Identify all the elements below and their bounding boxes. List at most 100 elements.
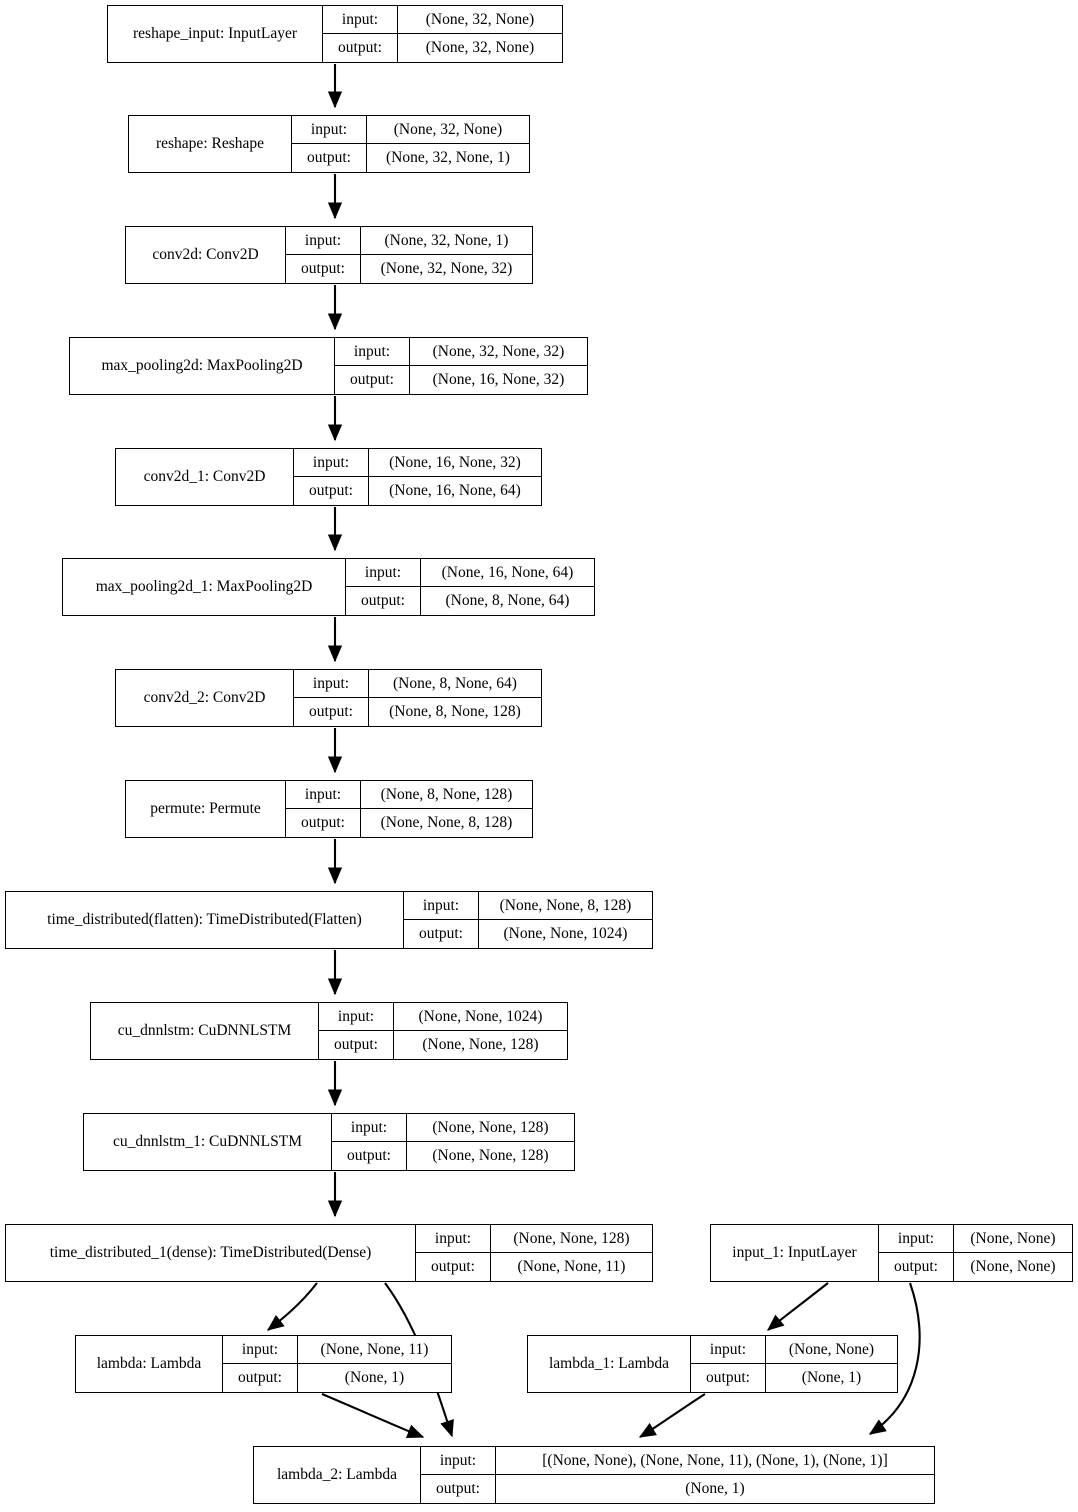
input-shape-value: (None, None, 8, 128)	[499, 896, 632, 914]
node-output-row: output: (None, 8, None, 64)	[346, 587, 594, 615]
node-io-table: input:(None, None, 11)output: (None, 1)	[223, 1336, 451, 1392]
node-output-row: output:(None, 1)	[421, 1475, 934, 1503]
node-label: lambda_2: Lambda	[254, 1447, 421, 1503]
input-label: input:	[286, 227, 361, 254]
node-io-table: input:(None, None, 128)output:(None, Non…	[416, 1225, 652, 1281]
node-input-row: input:(None, None)	[879, 1225, 1072, 1253]
input-shape-value: (None, 16, None, 64)	[441, 563, 574, 581]
node-output-row: output:(None, 8, None, 128)	[294, 698, 541, 726]
input-shape-value: (None, None, 1024)	[418, 1007, 543, 1025]
edge-lambda_1-to-lambda_2	[638, 1393, 706, 1438]
node-output-row: output:(None, None, 11)	[416, 1253, 652, 1281]
node-label: reshape: Reshape	[129, 116, 292, 172]
node-io-table: input: (None, None, 1024) output: (None, No…	[319, 1003, 567, 1059]
output-shape-value: (None, 32, None)	[425, 39, 535, 57]
output-label: output:	[404, 920, 479, 948]
output-shape-value: (None, 32, None, 1)	[386, 149, 510, 167]
output-label: output:	[286, 255, 361, 283]
output-label: output:	[691, 1364, 766, 1392]
node-label: input_1: InputLayer	[711, 1225, 879, 1281]
output-shape-value: (None, None, 128)	[422, 1036, 539, 1054]
node-label: cu_dnnlstm: CuDNNLSTM	[91, 1003, 319, 1059]
input-label: input:	[286, 781, 361, 808]
output-shape-value: (None, None)	[970, 1258, 1056, 1276]
output-label: output:	[319, 1031, 394, 1059]
output-shape-value: (None, None, 128)	[432, 1147, 549, 1165]
node-label: permute: Permute	[126, 781, 286, 837]
node-output-row: output: (None, 1)	[223, 1364, 451, 1392]
node-input-row: input: (None, 16, None, 64)	[346, 559, 594, 587]
node-input-row: input:(None, None, 8, 128)	[404, 892, 652, 920]
node-output-row: output:(None, None, 8, 128)	[286, 809, 532, 837]
node-input-row: input: (None, 16, None, 32)	[294, 449, 541, 477]
input-shape-value: (None, 16, None, 32)	[389, 453, 521, 471]
node-io-table: input:[(None, None), (None, None, 11), (…	[421, 1447, 934, 1503]
node-io-table: input:(None, 32, None, 32)output:(None, …	[335, 338, 587, 394]
input-shape-value: [(None, None), (None, None, 11), (None, …	[542, 1451, 888, 1469]
input-shape-value: (None, 32, None, 1)	[384, 231, 509, 249]
node-input-row: input:(None, None)	[691, 1336, 897, 1364]
input-label: input:	[879, 1225, 954, 1252]
node-io-table: input: (None, 32, None) output:(None, 32, …	[292, 116, 529, 172]
input-shape-value: (None, None, 128)	[432, 1118, 549, 1136]
input-label: input:	[223, 1336, 298, 1363]
output-label: output:	[294, 698, 369, 726]
input-label: input:	[416, 1225, 491, 1252]
input-label: input:	[319, 1003, 394, 1030]
node-input-row: input:[(None, None), (None, None, 11), (…	[421, 1447, 934, 1475]
output-shape-value: (None, None, 1024)	[503, 925, 628, 943]
node-label: lambda: Lambda	[76, 1336, 223, 1392]
edge-lambda-to-lambda_2	[321, 1393, 425, 1438]
output-label: output:	[346, 587, 421, 615]
output-shape-value: (None, 1)	[344, 1369, 405, 1387]
node-input-row: input: (None, 32, None, 32)	[335, 338, 587, 366]
input-label: input:	[335, 338, 410, 365]
input-shape-value: (None, 32, None)	[425, 10, 535, 28]
output-label: output:	[332, 1142, 407, 1170]
input-label: input:	[294, 449, 369, 476]
output-label: output:	[421, 1475, 496, 1503]
graph-node-time_distributed_flatten[interactable]: time_distributed(flatten): TimeDistribut…	[5, 891, 653, 949]
node-input-row: input:(None, None, 128)	[416, 1225, 652, 1253]
node-output-row: output:(None, 32, None, 1)	[292, 144, 529, 172]
edge-time_distributed_1_dense-to-lambda	[267, 1282, 318, 1331]
node-input-row: input: (None, 32, None, 1)	[286, 227, 532, 255]
node-label: conv2d_1: Conv2D	[116, 449, 294, 505]
input-shape-value: (None, 32, None, 32)	[432, 342, 565, 360]
node-input-row: input:(None, 32, None)	[323, 6, 562, 34]
node-label: cu_dnnlstm_1: CuDNNLSTM	[84, 1114, 332, 1170]
input-shape-value: (None, 8, None, 64)	[393, 674, 517, 692]
node-io-table: input:(None, 8, None, 64)output:(None, 8…	[294, 670, 541, 726]
graph-node-time_distributed_1_dense[interactable]: time_distributed_1(dense): TimeDistribut…	[5, 1224, 653, 1282]
node-io-table: input:(None, 16, None, 32)output:(None, …	[294, 449, 541, 505]
output-shape-value: (None, 8, None, 64)	[445, 592, 570, 610]
node-output-row: output:(None, None)	[879, 1253, 1072, 1281]
input-shape-value: (None, None)	[788, 1340, 875, 1358]
input-label: input:	[346, 559, 421, 586]
node-label: max_pooling2d: MaxPooling2D	[70, 338, 335, 394]
output-label: output:	[416, 1253, 491, 1281]
node-io-table: input:(None, None, 128)output:(None, Non…	[332, 1114, 574, 1170]
node-input-row: input:(None, None, 11)	[223, 1336, 451, 1364]
input-shape-value: (None, 32, None)	[393, 120, 503, 138]
input-label: input:	[292, 116, 367, 143]
node-io-table: input:(None, None, 8, 128)output: (None, …	[404, 892, 652, 948]
output-label: output:	[323, 34, 398, 62]
output-label: output:	[286, 809, 361, 837]
output-label: output:	[223, 1364, 298, 1392]
node-output-row: output:(None, 1)	[691, 1364, 897, 1392]
